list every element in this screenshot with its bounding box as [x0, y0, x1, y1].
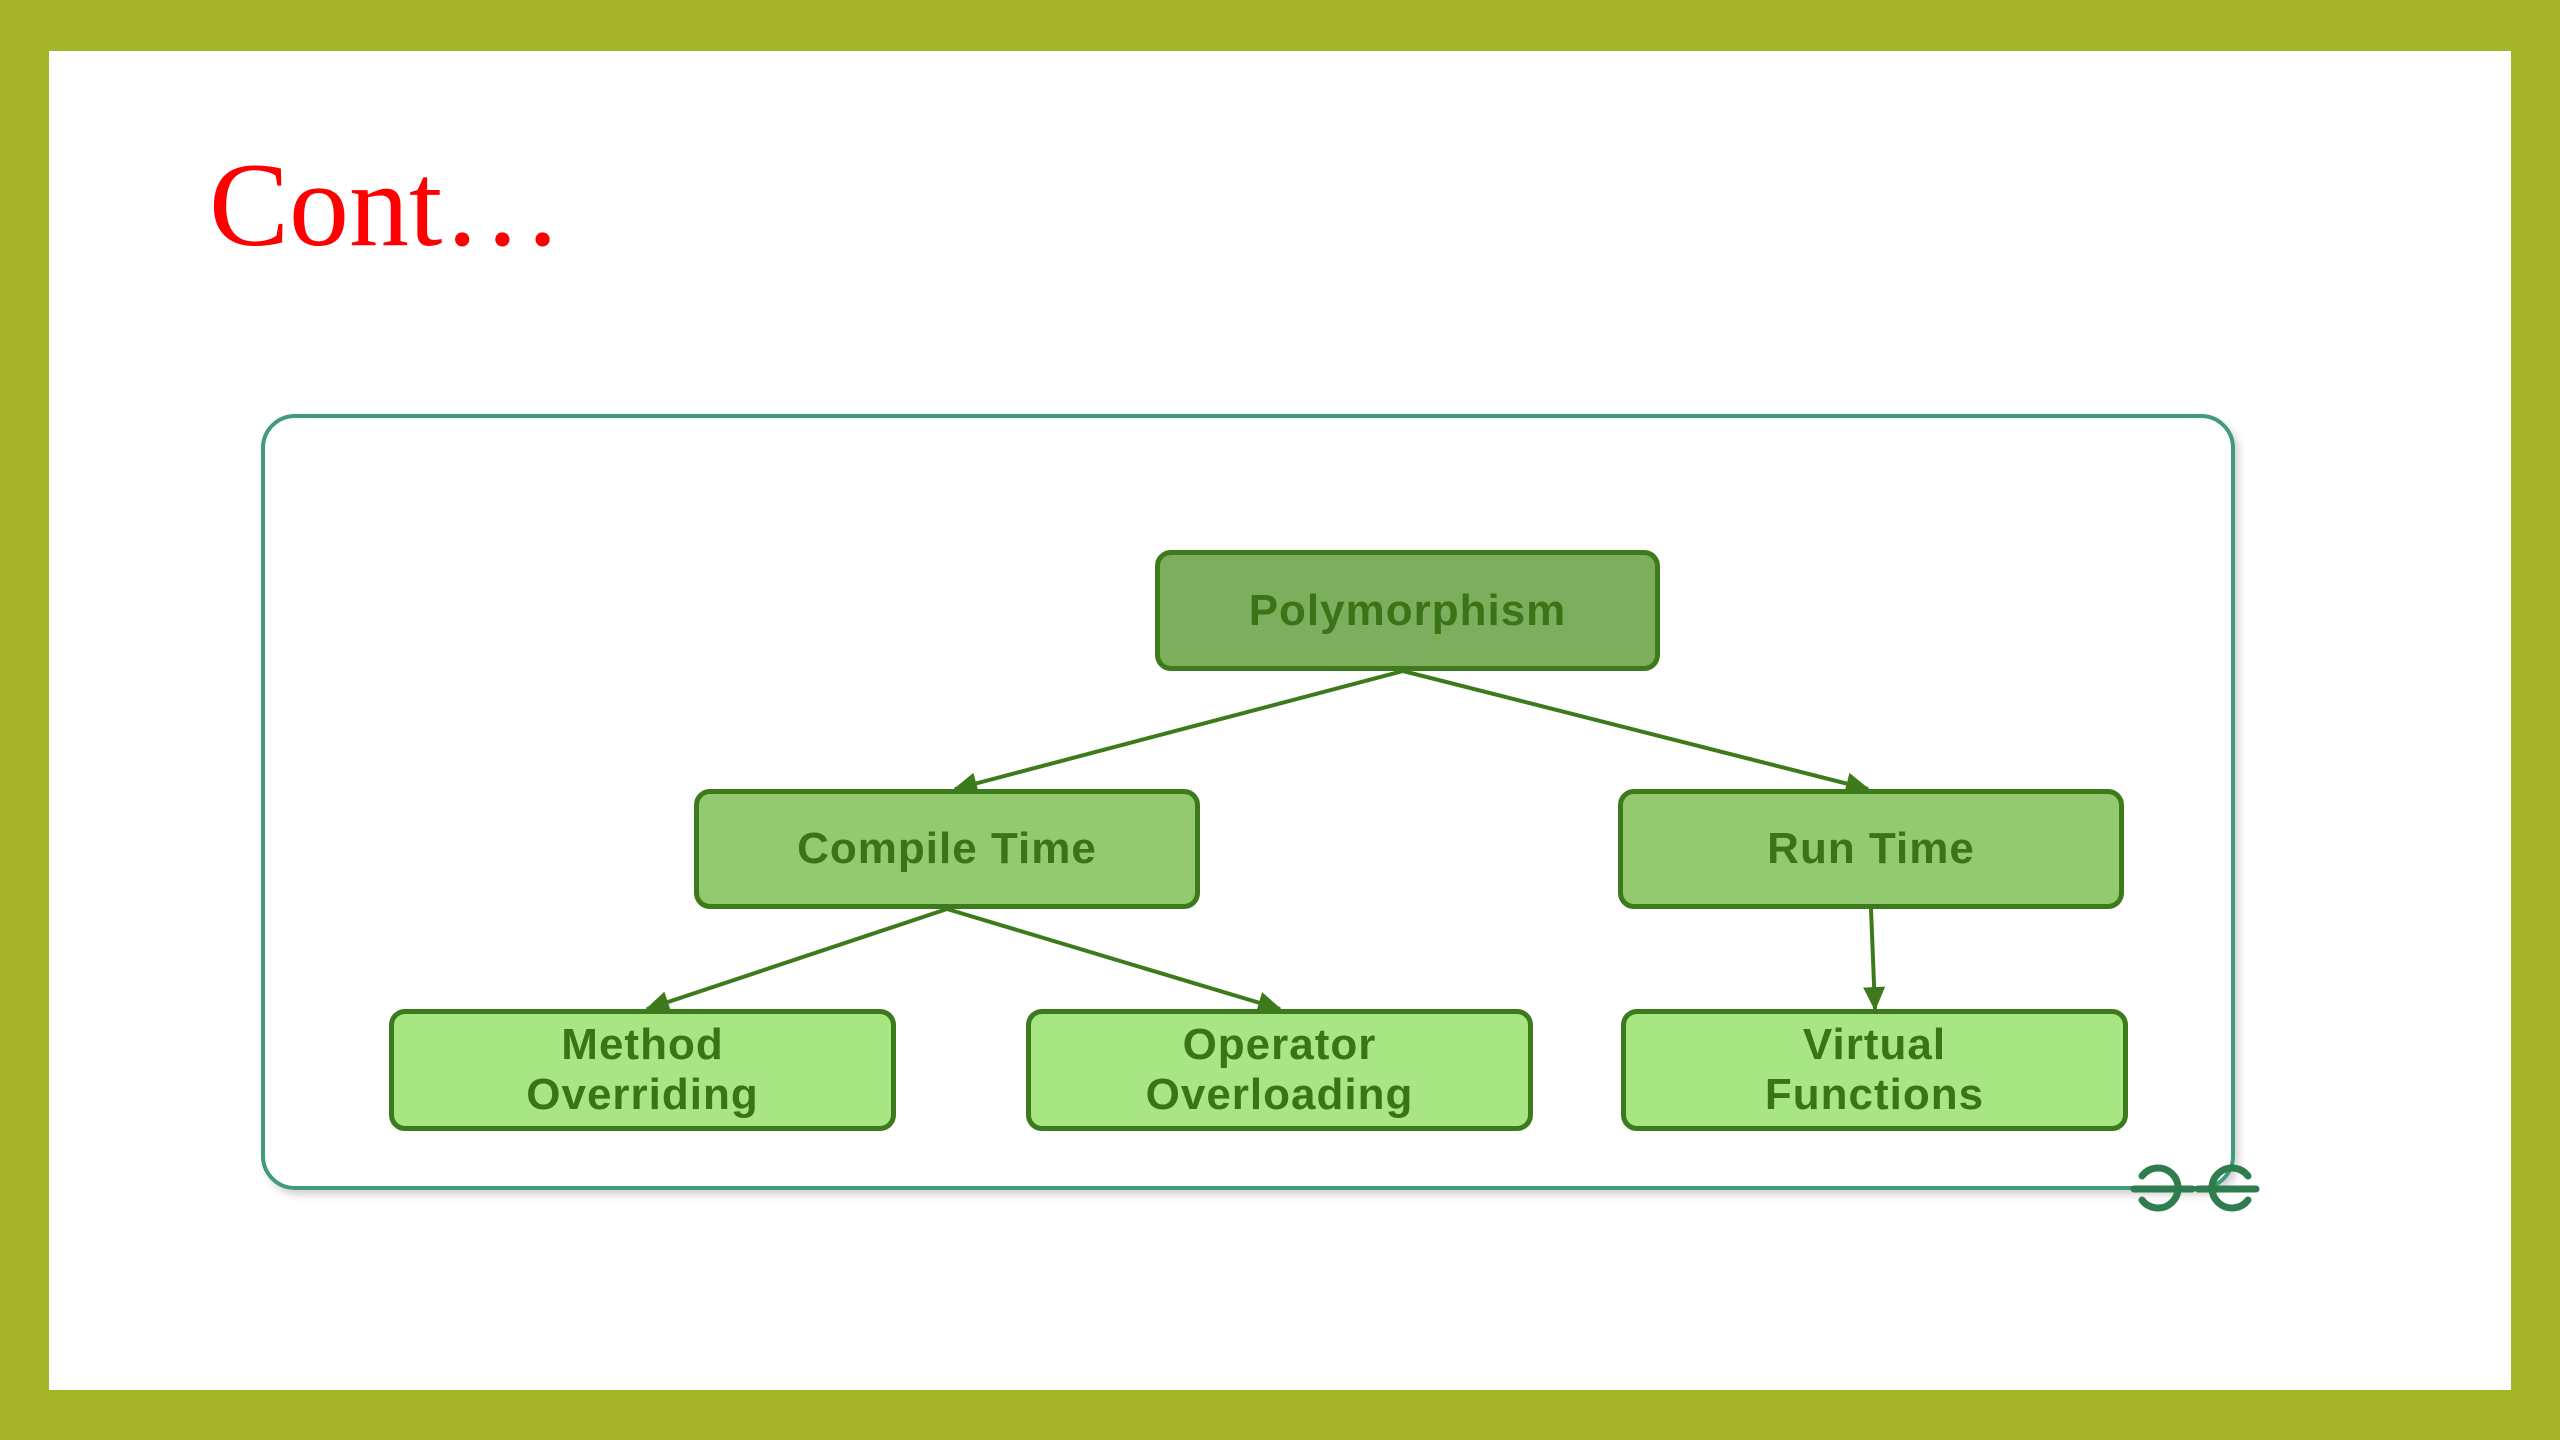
node-method-overriding: Method Overriding	[389, 1009, 896, 1131]
geeksforgeeks-logo-icon	[2130, 1164, 2260, 1212]
diagram-frame	[261, 414, 2235, 1190]
node-run-time: Run Time	[1618, 789, 2124, 909]
node-polymorphism: Polymorphism	[1155, 550, 1660, 671]
node-compile-time: Compile Time	[694, 789, 1200, 909]
node-virtual-functions: Virtual Functions	[1621, 1009, 2128, 1131]
node-operator-overloading: Operator Overloading	[1026, 1009, 1533, 1131]
slide-title: Cont…	[209, 138, 563, 271]
